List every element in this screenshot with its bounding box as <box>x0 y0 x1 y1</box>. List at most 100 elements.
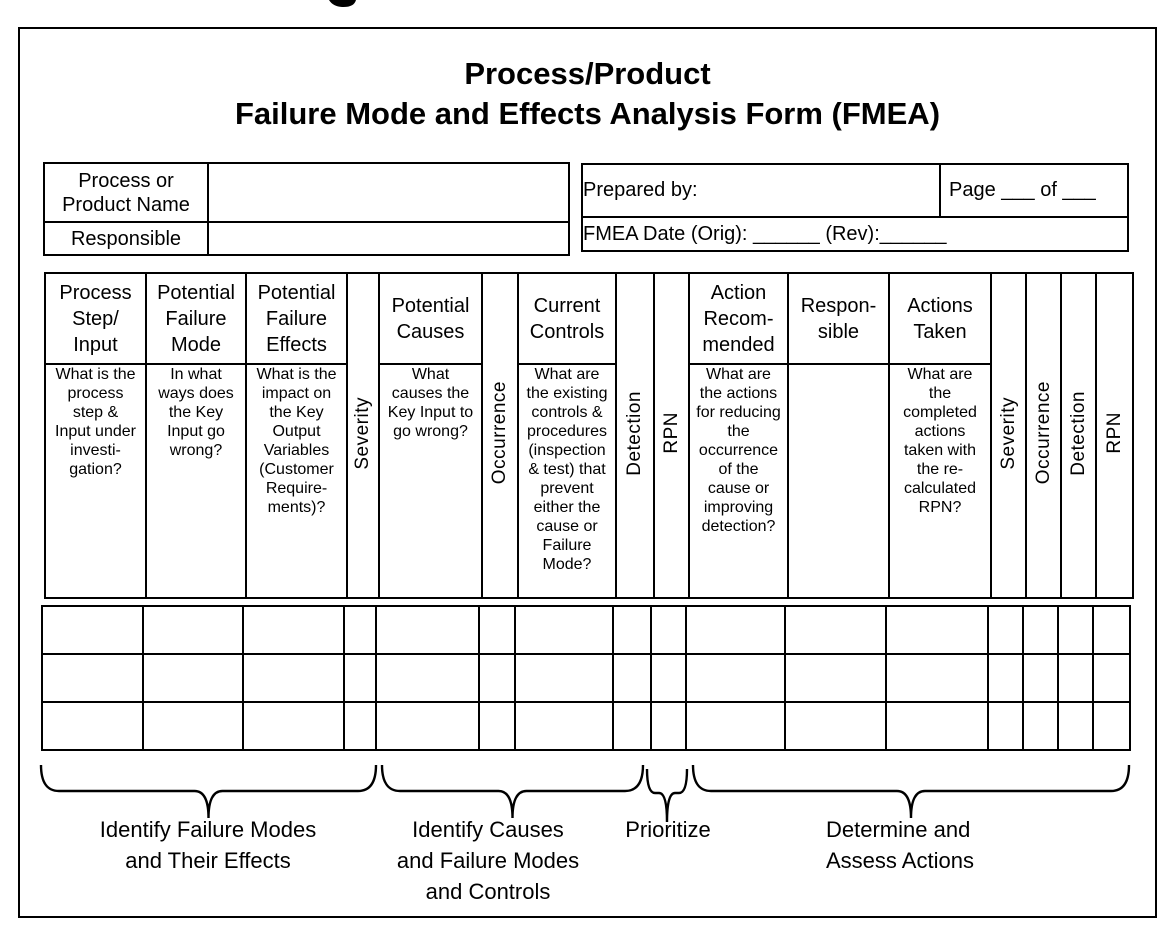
entry-cell[interactable] <box>41 653 144 703</box>
rpn-vertical-label: RPN <box>660 412 682 454</box>
col-title-current-controls: Current Controls <box>517 272 617 365</box>
form-title-line1: Process/Product <box>464 56 711 91</box>
entry-cell[interactable] <box>784 701 887 751</box>
entry-cell[interactable] <box>650 653 687 703</box>
entry-cell[interactable] <box>514 653 614 703</box>
col-title-potential-failure-mode: Potential Failure Mode <box>145 272 247 365</box>
entry-cell[interactable] <box>242 653 345 703</box>
form-title-line2: Failure Mode and Effects Analysis Form (… <box>234 96 941 131</box>
entry-cell[interactable] <box>885 701 989 751</box>
entry-row-2 <box>41 653 1131 703</box>
grouping-braces <box>39 764 1131 823</box>
entry-row-1 <box>41 605 1131 655</box>
form-title: Process/Product Failure Mode and Effects… <box>18 54 1157 134</box>
entry-cell[interactable] <box>685 653 786 703</box>
prepared-by-field[interactable]: Prepared by: <box>581 163 941 218</box>
responsible-field[interactable] <box>207 221 570 256</box>
entry-cell[interactable] <box>1057 701 1094 751</box>
entry-cell[interactable] <box>242 701 345 751</box>
col-title-occurrence: Occurrence <box>481 272 519 599</box>
col-desc-actions-taken: What are the completed actions taken wit… <box>888 363 992 599</box>
entry-cell[interactable] <box>612 653 652 703</box>
detection-vertical-label: Detection <box>624 390 645 476</box>
entry-cell[interactable] <box>514 605 614 655</box>
entry-cell[interactable] <box>41 605 144 655</box>
entry-cell[interactable] <box>375 653 480 703</box>
process-product-name-label: Process or Product Name <box>43 162 209 223</box>
col-title-rpn-2: RPN <box>1095 272 1134 599</box>
severity-vertical-label-2: Severity <box>997 396 1019 470</box>
entry-cell[interactable] <box>478 701 516 751</box>
entry-cell[interactable] <box>650 701 687 751</box>
entry-cell[interactable] <box>1057 653 1094 703</box>
col-title-potential-causes: Potential Causes <box>378 272 483 365</box>
brace-identify-failure-modes <box>39 764 378 819</box>
col-desc-potential-failure-mode: In what ways does the Key Input go wrong… <box>145 363 247 599</box>
entry-cell[interactable] <box>242 605 345 655</box>
group-label-determine-assess: Determine and Assess Actions <box>826 817 974 873</box>
entry-cell[interactable] <box>1057 605 1094 655</box>
process-product-name-field[interactable] <box>207 162 570 223</box>
col-title-actions-taken: Actions Taken <box>888 272 992 365</box>
group-label-identify-failure-modes: Identify Failure Modes and Their Effects <box>99 817 317 873</box>
entry-cell[interactable] <box>375 605 480 655</box>
col-title-severity: Severity <box>346 272 380 599</box>
responsible-label: Responsible <box>43 221 209 256</box>
entry-cell[interactable] <box>343 653 377 703</box>
col-desc-current-controls: What are the existing controls & procedu… <box>517 363 617 599</box>
entry-cell[interactable] <box>987 701 1024 751</box>
entry-cell[interactable] <box>685 605 786 655</box>
entry-cell[interactable] <box>478 653 516 703</box>
entry-cell[interactable] <box>1022 701 1059 751</box>
occurrence-vertical-label-2: Occurrence <box>1032 381 1054 485</box>
brace-identify-causes <box>380 764 645 819</box>
col-title-responsible: Respon- sible <box>787 272 890 365</box>
form-border <box>18 27 1157 918</box>
entry-cell[interactable] <box>142 605 244 655</box>
entry-cell[interactable] <box>987 605 1024 655</box>
brace-determine-assess <box>691 764 1131 819</box>
fmea-date-field[interactable]: FMEA Date (Orig): ______ (Rev):______ <box>581 216 1129 252</box>
col-title-rpn: RPN <box>653 272 690 599</box>
entry-cell[interactable] <box>1092 605 1131 655</box>
col-desc-responsible <box>787 363 890 599</box>
entry-cell[interactable] <box>1092 701 1131 751</box>
entry-cell[interactable] <box>784 653 887 703</box>
entry-cell[interactable] <box>478 605 516 655</box>
entry-cell[interactable] <box>375 701 480 751</box>
col-title-process-step-input: Process Step/ Input <box>44 272 147 365</box>
detection-vertical-label-2: Detection <box>1067 390 1089 476</box>
entry-cell[interactable] <box>784 605 887 655</box>
col-title-potential-failure-effects: Potential Failure Effects <box>245 272 348 365</box>
entry-cell[interactable] <box>343 605 377 655</box>
entry-cell[interactable] <box>142 701 244 751</box>
entry-row-3 <box>41 701 1131 751</box>
entry-cell[interactable] <box>41 701 144 751</box>
entry-cell[interactable] <box>142 653 244 703</box>
col-desc-potential-causes: What causes the Key Input to go wrong? <box>378 363 483 599</box>
entry-cell[interactable] <box>1092 653 1131 703</box>
fmea-entry-table <box>41 605 1131 751</box>
entry-cell[interactable] <box>1022 653 1059 703</box>
entry-cell[interactable] <box>612 701 652 751</box>
entry-cell[interactable] <box>343 701 377 751</box>
col-desc-process-step-input: What is the process step & Input under i… <box>44 363 147 599</box>
rpn-vertical-label-2: RPN <box>1103 412 1125 454</box>
identification-table: Process or Product Name Responsible <box>43 162 570 256</box>
col-title-occurrence-2: Occurrence <box>1025 272 1062 599</box>
entry-cell[interactable] <box>1022 605 1059 655</box>
fmea-header-table: Process Step/ Input Potential Failure Mo… <box>44 272 1134 599</box>
entry-cell[interactable] <box>612 605 652 655</box>
entry-cell[interactable] <box>987 653 1024 703</box>
occurrence-vertical-label: Occurrence <box>489 381 510 485</box>
entry-cell[interactable] <box>885 653 989 703</box>
page-of-field[interactable]: Page ___ of ___ <box>939 163 1129 218</box>
brace-prioritize <box>645 768 689 823</box>
entry-cell[interactable] <box>514 701 614 751</box>
col-desc-potential-failure-effects: What is the impact on the Key Output Var… <box>245 363 348 599</box>
entry-cell[interactable] <box>885 605 989 655</box>
clipped-glyph-artifact <box>329 0 356 8</box>
entry-cell[interactable] <box>650 605 687 655</box>
entry-cell[interactable] <box>685 701 786 751</box>
